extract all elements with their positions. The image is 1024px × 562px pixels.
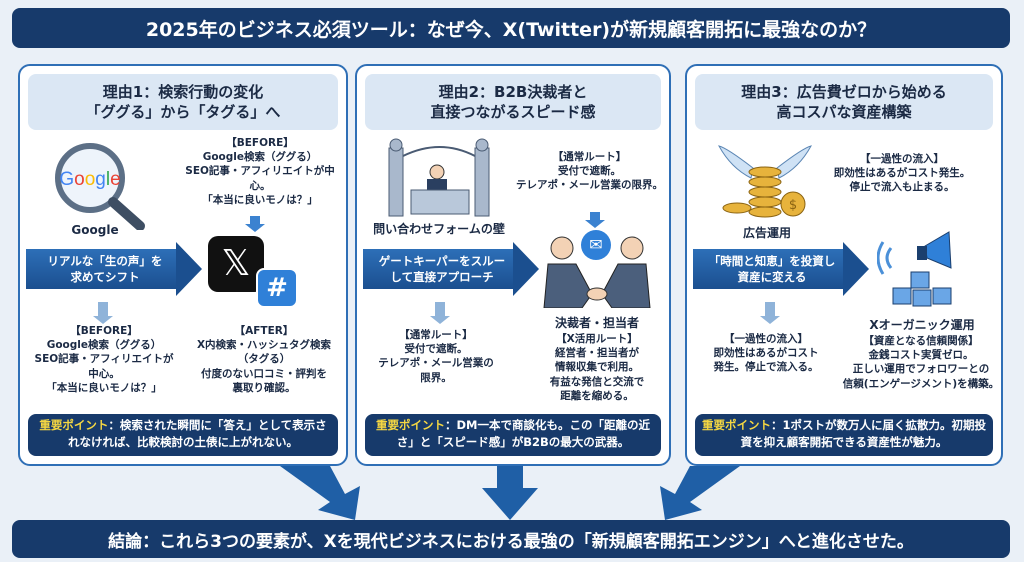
before-line: 中心。 (88, 367, 120, 380)
hashtag-icon: # (256, 268, 298, 308)
key-point-label: 重要ポイント (702, 418, 771, 432)
after-line: 【資産となる信頼関係】 (863, 335, 979, 347)
after-line: 付度のない口コミ・評判を (201, 367, 327, 380)
key-point-label: 重要ポイント (39, 418, 109, 432)
note-line: 【BEFORE】 (226, 137, 294, 149)
form-wall-label: 問い合わせフォームの壁 (373, 222, 505, 236)
before-line: SEO記事・アフィリエイトが (34, 353, 174, 366)
key-point-text: ：DM一本で商談化も。この「距離の近さ」と「スピード感」がB2Bの最大の武器。 (396, 418, 650, 449)
heading-line: 理由1：検索行動の変化 (102, 82, 264, 101)
top-note: 【通常ルート】受付で遮断。テレアポ・メール営業の限界。 (507, 150, 672, 193)
flying-coins-icon: $ (718, 145, 812, 218)
note-line: テレアポ・メール営業の限界。 (516, 179, 663, 192)
arrow-line: ゲートキーパーをスルー (378, 253, 506, 268)
key-point-text: ：検索された瞬間に「答え」として表示されなければ、比較検討の土俵に上がれない。 (68, 418, 327, 449)
before-line: 【通常ルート】 (399, 329, 473, 341)
key-point: 重要ポイント：DM一本で商談化も。この「距離の近さ」と「スピード感」がB2Bの最… (365, 414, 661, 456)
page-title: 2025年のビジネス必須ツール：なぜ今、X(Twitter)が新規顧客開拓に最強… (12, 8, 1010, 48)
before-line: 【BEFORE】 (70, 325, 138, 337)
panel-reason-2: 理由2：B2B決裁者と直接つながるスピード感 問い合わせフォームの壁 【通常ルー… (355, 64, 671, 466)
after-line: 【AFTER】 (234, 325, 294, 337)
before-line: 【一過性の流入】 (724, 333, 808, 345)
note-line: 「本当に良いモノは？」 (202, 193, 318, 206)
arrow-line: 求めてシフト (70, 270, 140, 284)
note-line: 停止で流入も止まる。 (849, 181, 955, 194)
after-line: 正しい運用でフォロワーとの (852, 363, 990, 376)
decision-maker-label: 決裁者・担当者 (554, 316, 639, 330)
after-line: 【X活用ルート】 (556, 333, 638, 345)
invest-arrow: 「時間と知恵」を投資し資産に変える (693, 242, 869, 296)
note-line: 【一過性の流入】 (860, 153, 944, 165)
x-logo-icon: 𝕏 (208, 236, 264, 292)
before-line: 限界。 (420, 371, 452, 384)
converging-arrows-icon (280, 466, 740, 520)
before-text: 【BEFORE】 Google検索（ググる）SEO記事・アフィリエイトが中心。「本… (24, 324, 184, 395)
note-line: 即効性はあるがコスト発生。 (833, 167, 971, 180)
after-text: 【資産となる信頼関係】金銭コスト実質ゼロ。正しい運用でフォロワーとの信頼(エンゲ… (837, 334, 1005, 391)
conclusion-banner: 結論：これら3つの要素が、Xを現代ビジネスにおける最強の「新規顧客開拓エンジン」… (12, 520, 1010, 558)
heading-line: 理由2：B2B決裁者と (438, 82, 588, 101)
after-line: 有益な発信と交流で (549, 375, 645, 388)
down-arrow-icon (93, 302, 113, 324)
panel-heading: 理由2：B2B決裁者と直接つながるスピード感 (365, 74, 661, 130)
google-magnifier-icon: Google (55, 143, 145, 230)
panel-heading: 理由1：検索行動の変化「ググる」から「タグる」へ (28, 74, 338, 130)
after-line: 金銭コスト実質ゼロ。 (868, 349, 974, 362)
top-note: 【一過性の流入】即効性はあるがコスト発生。停止で流入も止まる。 (817, 152, 987, 195)
panel-heading: 理由3：広告費ゼロから始める高コスパな資産構築 (695, 74, 993, 130)
before-line: 即効性はあるがコスト (713, 347, 819, 360)
gate-reception-icon (388, 138, 490, 217)
heading-line: 理由3：広告費ゼロから始める (741, 82, 947, 101)
before-line: テレアポ・メール営業の (378, 357, 494, 370)
note-line: Google検索（ググる） (202, 151, 318, 164)
key-point: 重要ポイント：1ポストが数万人に届く拡散力。初期投資を抑え顧客開拓できる資産性が… (695, 414, 993, 456)
before-line: 「本当に良いモノは？」 (46, 381, 162, 394)
before-line: Google検索（ググる） (46, 339, 162, 352)
heading-line: 直接つながるスピード感 (430, 103, 596, 121)
down-arrow-icon (245, 216, 265, 232)
handshake-businessmen-icon (543, 236, 651, 308)
arrow-line: 資産に変える (737, 270, 807, 284)
arrow-line: して直接アプローチ (390, 270, 494, 284)
envelope-icon: ✉ (581, 230, 611, 260)
note-line: SEO記事・アフィリエイトが中心。 (185, 165, 335, 192)
after-line: 距離を縮める。 (560, 389, 634, 402)
after-line: （タグる） (237, 353, 291, 366)
before-line: 受付で遮断。 (404, 343, 468, 356)
heading-line: 「ググる」から「タグる」へ (85, 103, 281, 121)
after-text: 【X活用ルート】経営者・担当者が情報収集で利用。有益な発信と交流で距離を縮める。 (527, 332, 667, 403)
down-arrow-icon (585, 212, 605, 228)
after-line: X内検索・ハッシュタグ検索 (196, 339, 332, 352)
after-line: 裏取り確認。 (232, 381, 296, 394)
megaphone-blocks-icon (877, 231, 952, 307)
approach-arrow: ゲートキーパーをスルーして直接アプローチ (363, 242, 539, 296)
key-point-text: ：1ポストが数万人に届く拡散力。初期投資を抑え顧客開拓できる資産性が魅力。 (740, 418, 986, 449)
before-line: 発生。停止で流入る。 (713, 361, 819, 374)
svg-text:Google: Google (59, 169, 120, 190)
before-text: 【通常ルート】受付で遮断。テレアポ・メール営業の限界。 (361, 328, 511, 385)
arrow-line: 「時間と知恵」を投資し (708, 253, 836, 268)
svg-text:$: $ (789, 198, 797, 213)
arrow-line: リアルな「生の声」を (47, 253, 163, 268)
key-point: 重要ポイント：検索された瞬間に「答え」として表示されなければ、比較検討の土俵に上… (28, 414, 338, 456)
top-note: 【BEFORE】 Google検索（ググる）SEO記事・アフィリエイトが中心。「本… (180, 136, 340, 207)
heading-line: 高コスパな資産構築 (776, 103, 912, 121)
note-line: 受付で遮断。 (558, 165, 621, 178)
down-arrow-icon (760, 302, 780, 324)
shift-arrow: リアルな「生の声」を求めてシフト (26, 242, 202, 296)
x-organic-label: Xオーガニック運用 (869, 318, 975, 332)
before-text: 【一過性の流入】即効性はあるがコスト発生。停止で流入る。 (691, 332, 841, 375)
down-arrow-icon (430, 302, 450, 324)
panel-reason-1: 理由1：検索行動の変化「ググる」から「タグる」へ Google Google 【… (18, 64, 348, 466)
after-line: 情報収集で利用。 (555, 361, 639, 374)
key-point-label: 重要ポイント (376, 418, 445, 432)
panel-reason-3: 理由3：広告費ゼロから始める高コスパな資産構築 $ 広告運用 【一過性の流入】即… (685, 64, 1003, 466)
after-line: 信頼(エンゲージメント)を構築。 (842, 377, 1000, 390)
after-line: 経営者・担当者が (555, 347, 639, 360)
note-line: 【通常ルート】 (552, 151, 627, 163)
google-label: Google (71, 223, 119, 237)
after-text: 【AFTER】 X内検索・ハッシュタグ検索（タグる）付度のない口コミ・評判を裏取り… (184, 324, 344, 395)
ad-operation-label: 広告運用 (742, 226, 791, 240)
